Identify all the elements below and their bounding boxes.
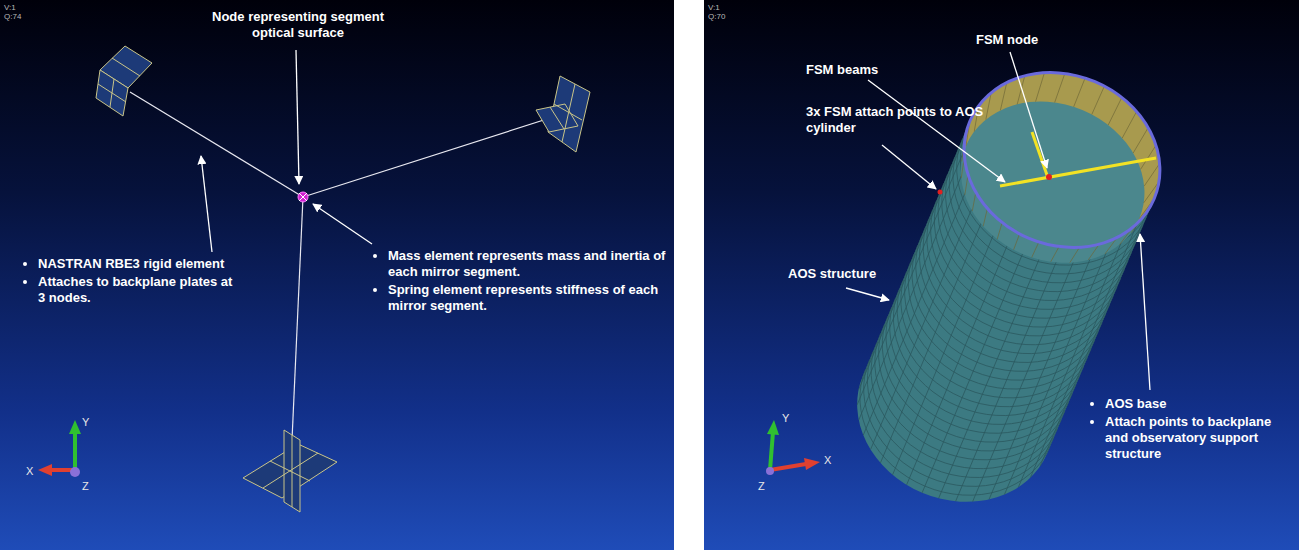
mesh-line: [1092, 86, 1105, 115]
view-info: V:1: [4, 3, 16, 12]
bullet-item: Attaches to backplane plates at 3 nodes.: [38, 274, 238, 306]
mesh-line: [1013, 234, 1020, 250]
mesh-line: [956, 247, 1063, 501]
mesh-line: [833, 369, 1050, 525]
mesh-line: [1032, 242, 1039, 258]
bullet-item: Attach points to backplane and observato…: [1105, 414, 1295, 462]
mesh-line: [871, 195, 978, 449]
mass-node: [298, 192, 308, 202]
mesh-line: [1051, 246, 1059, 263]
axis-label: Z: [82, 478, 89, 494]
mesh-line: [1004, 240, 1111, 494]
mesh-line: [1053, 74, 1067, 103]
bullet-list: Mass element represents mass and inertia…: [372, 248, 673, 316]
bullet-list: AOS baseAttach points to backplane and o…: [1089, 396, 1295, 464]
axis-label: Y: [782, 410, 789, 426]
leader-lines: [201, 50, 372, 252]
axis-label: Y: [82, 414, 89, 430]
leader-lines: [846, 52, 1150, 390]
axis-triad: [38, 420, 81, 477]
callout-label: FSM node: [976, 32, 1038, 48]
bullet-item: NASTRAN RBE3 rigid element: [38, 256, 238, 272]
axis-label: X: [824, 452, 831, 468]
mesh-line: [1073, 78, 1086, 107]
callout-label: 3x FSM attach points to AOS cylinder: [806, 104, 1002, 136]
bullet-item: Mass element represents mass and inertia…: [388, 248, 673, 280]
mesh-line: [1033, 73, 1047, 102]
mesh-line: [880, 208, 987, 462]
axis-triad: [766, 420, 820, 475]
mesh-line: [973, 247, 1080, 501]
axis-label: X: [26, 463, 33, 479]
bullet-text: Attaches to backplane plates at 3 nodes.: [38, 274, 232, 305]
bullet-item: AOS base: [1105, 396, 1295, 412]
bullet-text: Attach points to backplane and observato…: [1105, 414, 1271, 461]
fsm-node: [1046, 174, 1052, 180]
callout-label: AOS structure: [788, 266, 876, 282]
bullet-text: AOS base: [1105, 396, 1166, 411]
bullet-text: Spring element represents stiffness of e…: [388, 282, 658, 313]
bullet-list: NASTRAN RBE3 rigid elementAttaches to ba…: [22, 256, 238, 308]
attach-point: [938, 190, 943, 195]
bullet-text: Mass element represents mass and inertia…: [388, 248, 665, 279]
view-info: V:1: [708, 3, 720, 12]
mesh-line: [1108, 97, 1122, 126]
axis-label: Z: [758, 478, 765, 494]
mesh-line: [1133, 126, 1148, 154]
callout-label: Node representing segment optical surfac…: [206, 9, 390, 41]
view-info: Q:74: [4, 12, 21, 21]
mesh-line: [863, 181, 970, 435]
fsm-beams: [1000, 132, 1156, 186]
view-info: Q:70: [708, 12, 725, 21]
bullet-text: NASTRAN RBE3 rigid element: [38, 256, 224, 271]
callout-label: FSM beams: [806, 62, 878, 78]
mesh-line: [1122, 110, 1136, 139]
mesh-line: [995, 223, 1003, 240]
bullet-item: Spring element represents stiffness of e…: [388, 282, 673, 314]
